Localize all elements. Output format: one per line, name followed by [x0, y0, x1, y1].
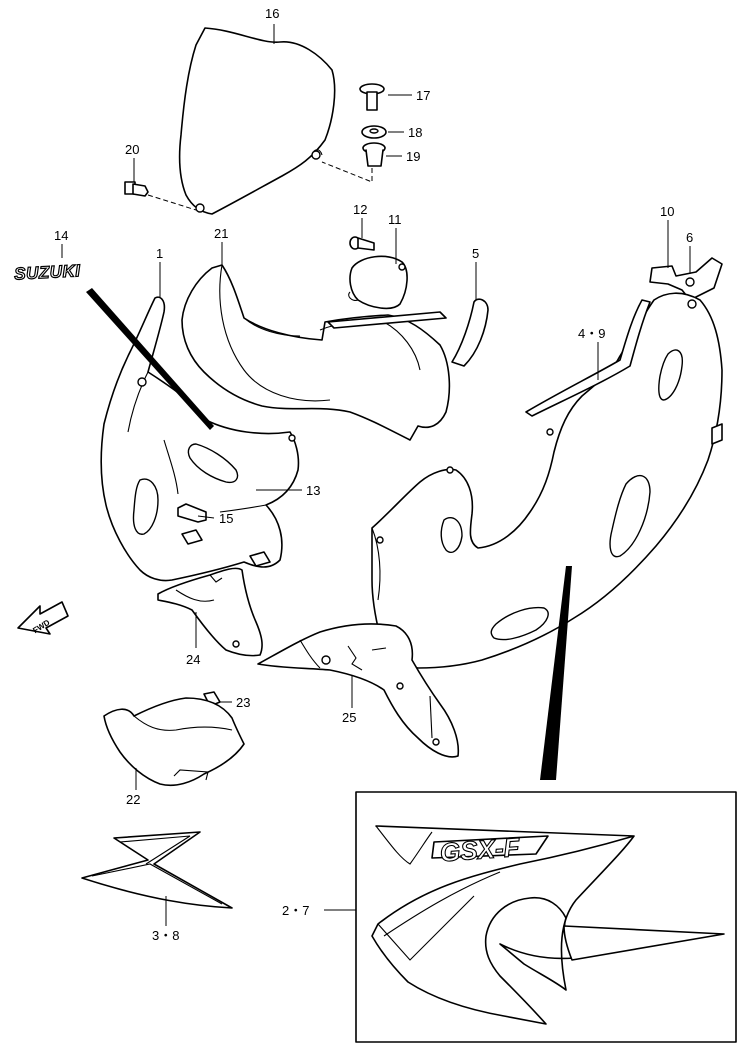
screw-part-17 — [359, 83, 385, 111]
windscreen-part-16 — [178, 27, 336, 215]
callout-21: 21 — [214, 226, 228, 241]
callout-16: 16 — [265, 6, 279, 21]
pointer-wedge-inset — [540, 566, 572, 780]
callout-13: 13 — [306, 483, 320, 498]
callout-5: 5 — [472, 246, 479, 261]
callout-11: 11 — [388, 212, 402, 227]
decal-inset-box: GSX-F — [355, 791, 737, 1043]
stay-part-5 — [327, 298, 489, 367]
side-cowl-right — [371, 292, 723, 669]
trim-strip-part-4-9 — [525, 299, 651, 417]
callout-19: 19 — [406, 149, 420, 164]
bolt-part-20 — [124, 181, 149, 197]
callout-25: 25 — [342, 710, 356, 725]
washer-part-18 — [361, 125, 387, 139]
screw-alignment-line — [321, 161, 373, 183]
suzuki-emblem-text: SUZUKI — [14, 261, 82, 283]
callout-24: 24 — [186, 652, 200, 667]
front-panel-part-13 — [163, 439, 267, 513]
callout-17: 17 — [416, 88, 430, 103]
belly-pan-part-22 — [103, 697, 245, 787]
well-nut-part-19 — [362, 142, 386, 167]
front-cowl-part-1 — [100, 296, 300, 582]
under-cowl-part-25 — [257, 623, 460, 758]
callout-14: 14 — [54, 228, 68, 243]
callout-10: 10 — [660, 204, 674, 219]
callout-18: 18 — [408, 125, 422, 140]
callout-3-8: 3・8 — [152, 928, 179, 943]
screw-part-12 — [349, 236, 375, 251]
callout-2-7: 2・7 — [282, 903, 309, 918]
callout-numbers: 16 17 18 19 20 14 12 11 21 1 5 10 6 4・9 … — [54, 6, 693, 943]
mounting-bracket-part-10 — [649, 257, 723, 301]
bolt-alignment-line — [147, 194, 197, 211]
callout-20: 20 — [125, 142, 139, 157]
suzuki-emblem-part-14: SUZUKI — [13, 261, 82, 285]
lower-cover-part-24 — [157, 567, 263, 657]
inner-cowl-part-21 — [181, 264, 451, 441]
callout-23: 23 — [236, 695, 250, 710]
callout-15: 15 — [219, 511, 233, 526]
leader-lines — [61, 24, 691, 926]
callout-1: 1 — [156, 246, 163, 261]
clip-part-15 — [177, 503, 271, 567]
gsx-logo-text: GSX-F — [439, 832, 521, 868]
callout-6: 6 — [686, 230, 693, 245]
forward-direction-arrow: FWD — [17, 601, 69, 635]
pointer-wedge-emblem — [86, 288, 214, 430]
bracket-part-11 — [348, 255, 408, 310]
callout-4-9: 4・9 — [578, 326, 605, 341]
callout-12: 12 — [353, 202, 367, 217]
callout-22: 22 — [126, 792, 140, 807]
stripe-decal-part-3-8 — [81, 831, 233, 909]
